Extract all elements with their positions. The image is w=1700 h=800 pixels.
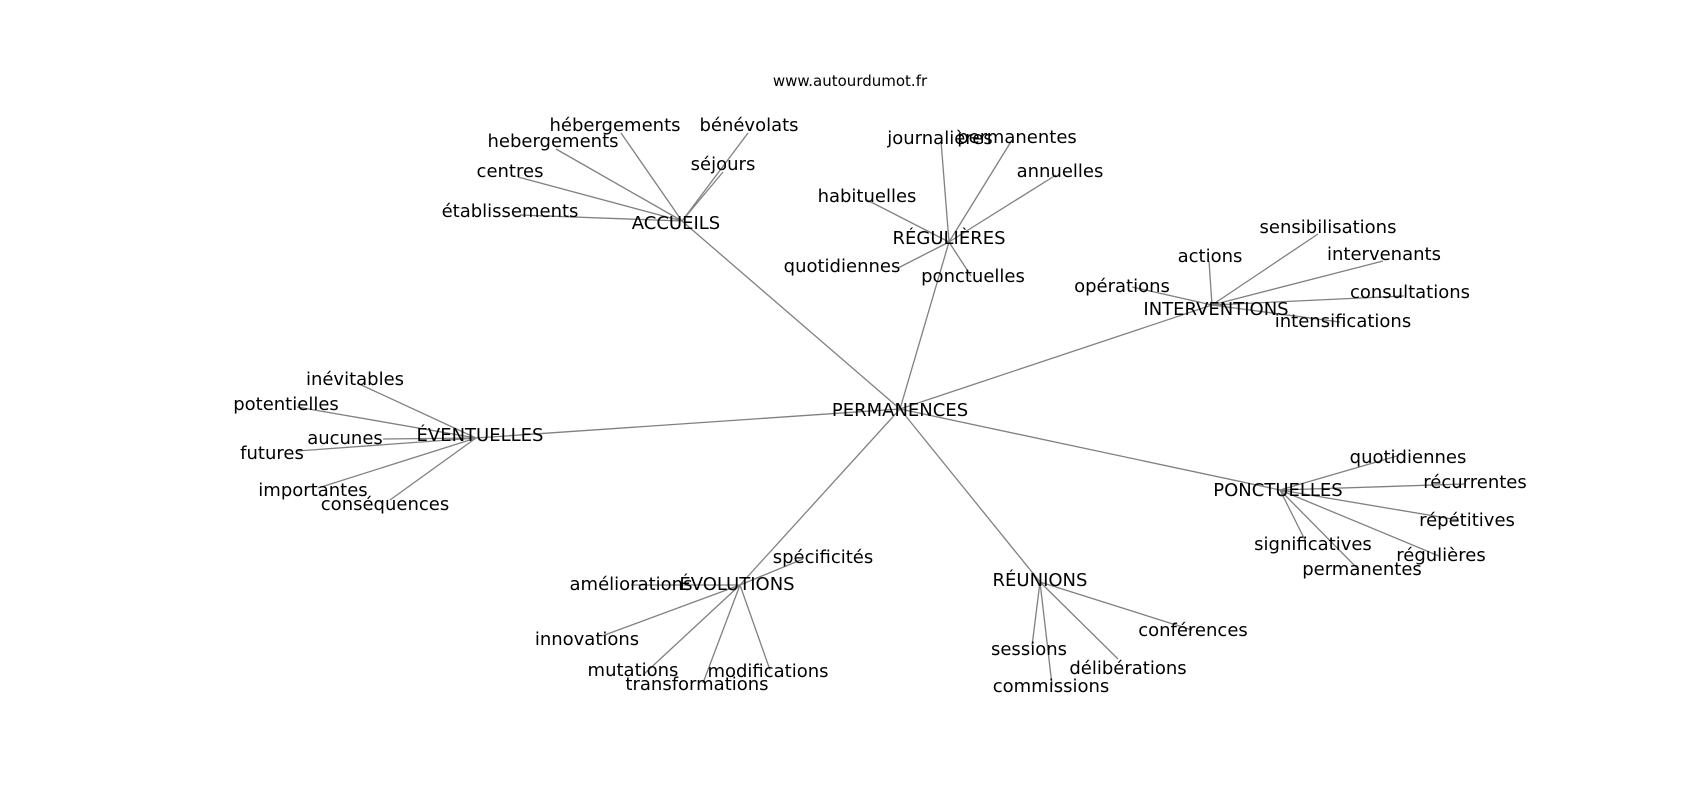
edge-hub-to-word [317, 437, 477, 489]
leaf-word-label: conséquences [321, 494, 449, 515]
edge-hub-to-word [1131, 286, 1213, 306]
leaf-word-label: significatives [1254, 534, 1372, 555]
edge-hub-to-word [940, 140, 950, 243]
leaf-word-label: aucunes [307, 428, 383, 449]
leaf-word-label: permanentes [1302, 559, 1422, 580]
edge-hub-to-word [519, 214, 683, 222]
hub-node-label: INTERVENTIONS [1143, 299, 1288, 320]
edge-hub-to-word [296, 437, 477, 452]
edge-layer [296, 132, 1466, 686]
edge-root-to-hub [681, 220, 901, 410]
edge-hub-to-word [948, 241, 972, 277]
leaf-word-label: permanentes [957, 127, 1077, 148]
edge-hub-to-word [356, 382, 477, 439]
edge-hub-to-word [517, 176, 683, 222]
edge-hub-to-word [739, 584, 771, 671]
leaf-word-label: régulières [1396, 545, 1485, 566]
edge-hub-to-word [1211, 304, 1341, 323]
hub-node-label: RÉUNIONS [993, 569, 1088, 591]
edge-hub-to-word [866, 199, 950, 243]
edge-hub-to-word [1279, 489, 1306, 541]
hub-node-label: ÉVOLUTIONS [679, 573, 794, 595]
edge-hub-to-word [1279, 483, 1466, 491]
hub-node-label: PONCTUELLES [1213, 480, 1342, 501]
leaf-word-label: intervenants [1327, 244, 1441, 265]
edge-hub-to-word [389, 437, 477, 501]
leaf-word-label: transformations [625, 674, 768, 695]
edge-root-to-hub [899, 241, 950, 410]
edge-hub-to-word [1039, 581, 1193, 631]
edge-hub-to-word [948, 174, 1057, 243]
leaf-word-label: annuelles [1017, 161, 1104, 182]
leaf-word-label: récurrentes [1423, 472, 1526, 493]
edge-hub-to-word [620, 132, 683, 222]
leaf-word-label: ponctuelles [921, 266, 1025, 287]
edge-root-to-hub [899, 304, 1213, 410]
edge-hub-to-word [1211, 295, 1405, 306]
edge-hub-to-word [897, 241, 950, 269]
edge-root-to-hub [475, 408, 901, 439]
leaf-word-label: sensibilisations [1260, 217, 1397, 238]
edge-hub-to-word [1208, 260, 1213, 306]
leaf-word-label: habituelles [818, 186, 917, 207]
leaf-word-label: conférences [1138, 620, 1248, 641]
leaf-word-label: importantes [258, 480, 367, 501]
leaf-word-label: bénévolats [699, 115, 798, 136]
leaf-word-label: intensifications [1275, 311, 1411, 332]
leaf-word-label: hebergements [487, 131, 618, 152]
root-node-label: PERMANENCES [832, 400, 968, 421]
edge-hub-to-word [382, 437, 477, 440]
leaf-word-label: innovations [535, 629, 639, 650]
edge-hub-to-word [1279, 455, 1398, 491]
edge-hub-to-word [1279, 489, 1358, 569]
edge-hub-to-word [702, 584, 741, 684]
leaf-word-label: répétitives [1419, 510, 1515, 531]
edge-hub-to-word [1279, 489, 1459, 521]
leaf-word-label: modifications [707, 661, 828, 682]
leaf-word-label: consultations [1350, 282, 1470, 303]
edge-hub-to-word [1031, 581, 1041, 647]
leaf-word-label: améliorations [570, 574, 693, 595]
edge-hub-to-word [296, 406, 477, 439]
edge-root-to-hub [899, 408, 1281, 491]
edge-hub-to-word [1279, 489, 1440, 557]
leaf-word-label: potentielles [233, 394, 339, 415]
leaf-word-label: centres [477, 161, 544, 182]
leaf-word-label: journalières [886, 128, 992, 149]
hub-node-label: RÉGULIÈRES [892, 227, 1005, 249]
leaf-word-label: actions [1178, 246, 1243, 267]
hub-node-label: ÉVENTUELLES [417, 424, 544, 446]
leaf-word-label: opérations [1074, 276, 1170, 297]
edge-root-to-hub [899, 408, 1041, 583]
edge-hub-to-word [555, 148, 683, 222]
label-layer: PERMANENCES ACCUEILS hébergements bénévolat… [233, 115, 1527, 697]
leaf-word-label: sessions [991, 639, 1067, 660]
leaf-word-label: établissements [442, 201, 579, 222]
leaf-word-label: délibérations [1069, 658, 1186, 679]
leaf-word-label: inévitables [306, 369, 404, 390]
leaf-word-label: hébergements [549, 115, 680, 136]
edge-hub-to-word [1039, 581, 1119, 660]
leaf-word-label: séjours [691, 154, 756, 175]
edge-hub-to-word [739, 558, 804, 586]
edge-hub-to-word [1211, 233, 1319, 306]
edge-hub-to-word [642, 584, 741, 676]
leaf-word-label: mutations [588, 660, 679, 681]
site-url-label: www.autourdumot.fr [772, 72, 928, 90]
hub-node-label: ACCUEILS [632, 213, 720, 234]
leaf-word-label: quotidiennes [784, 256, 901, 277]
edge-hub-to-word [681, 132, 749, 222]
edge-hub-to-word [948, 139, 1013, 243]
edge-hub-to-word [601, 584, 741, 637]
leaf-word-label: spécificités [773, 547, 874, 568]
edge-hub-to-word [1039, 581, 1053, 686]
edge-root-to-hub [739, 408, 901, 586]
edge-hub-to-word [1211, 260, 1384, 306]
leaf-word-label: quotidiennes [1350, 447, 1467, 468]
leaf-word-label: futures [240, 443, 304, 464]
leaf-word-label: commissions [993, 676, 1110, 697]
edge-hub-to-word [681, 171, 724, 222]
